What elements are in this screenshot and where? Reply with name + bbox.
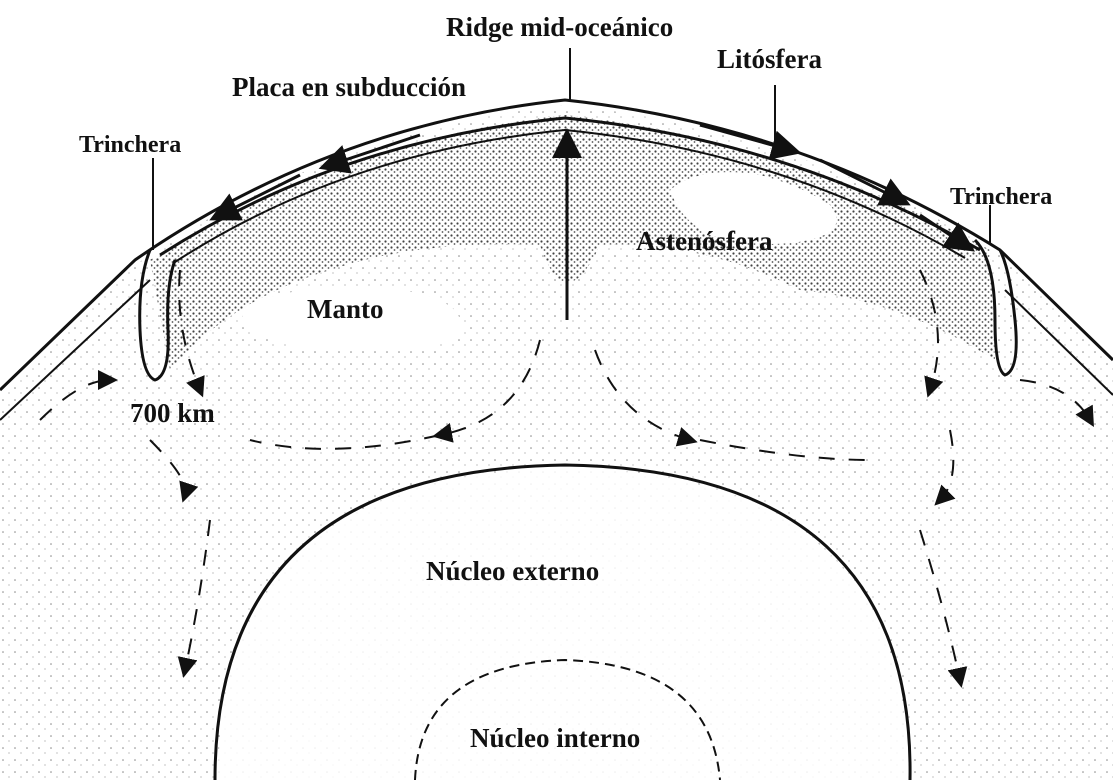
label-subducting-plate: Placa en subducción	[232, 72, 466, 102]
label-trench-right: Trinchera	[950, 184, 1052, 210]
label-depth: 700 km	[130, 398, 215, 428]
label-lithosphere: Litósfera	[717, 44, 822, 74]
label-asthenosphere: Astenósfera	[636, 226, 773, 256]
label-outer-core: Núcleo externo	[426, 556, 599, 586]
label-ridge: Ridge mid-oceánico	[446, 12, 673, 42]
label-mantle: Manto	[307, 294, 384, 324]
label-trench-left: Trinchera	[79, 132, 181, 158]
label-inner-core: Núcleo interno	[470, 723, 640, 753]
